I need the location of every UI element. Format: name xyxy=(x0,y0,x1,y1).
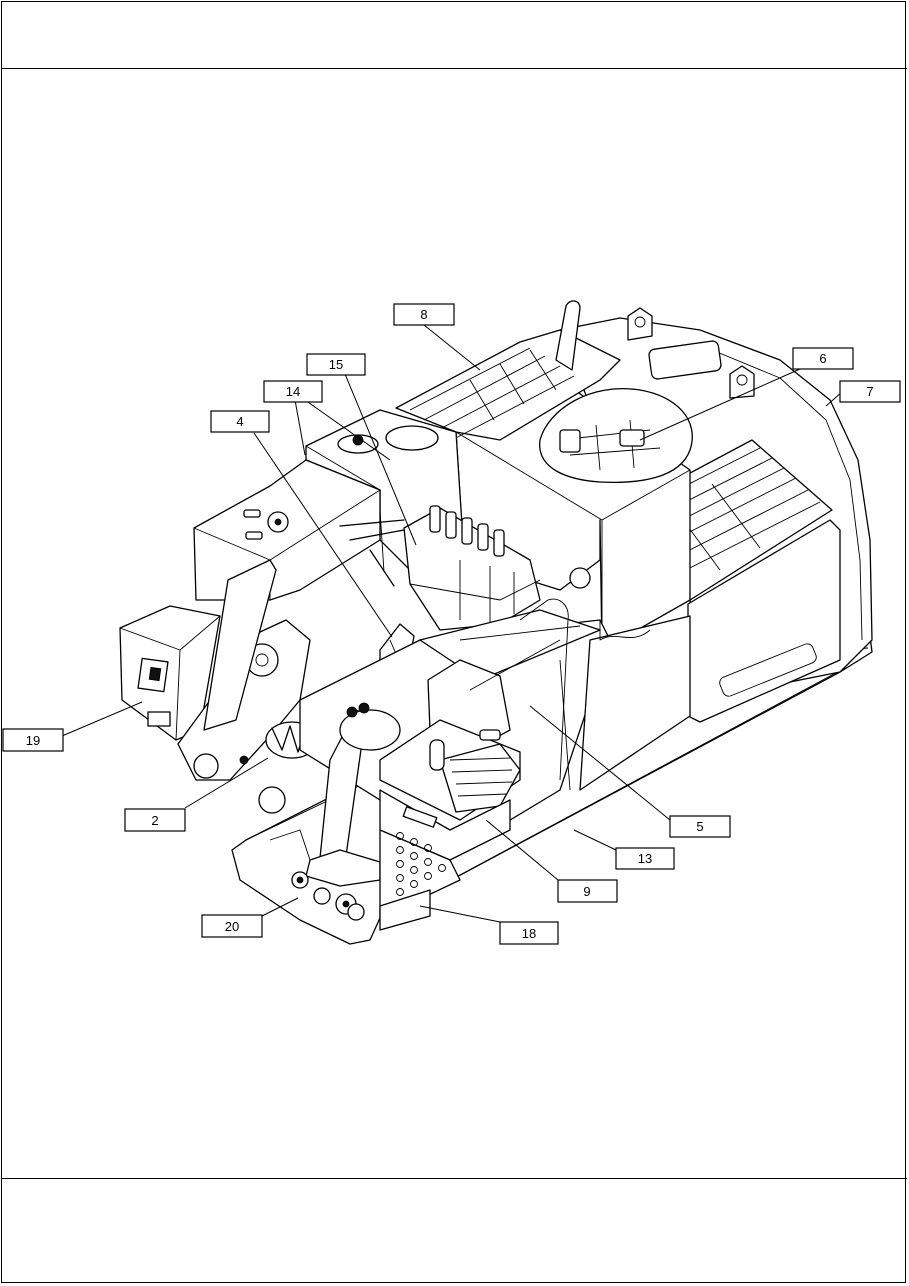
machine-drawing xyxy=(119,300,873,945)
callout-4-label: 4 xyxy=(236,414,243,429)
callout-8-label: 8 xyxy=(420,307,427,322)
callout-18-label: 18 xyxy=(522,926,536,941)
callout-13-label: 13 xyxy=(638,851,652,866)
grille-cells xyxy=(409,347,575,441)
footer-rule xyxy=(1,1178,907,1179)
callout-7: 7 xyxy=(839,380,901,403)
front-step xyxy=(379,889,431,931)
header-rule xyxy=(1,68,907,69)
callout-15-label: 15 xyxy=(329,357,343,372)
callout-20: 20 xyxy=(201,914,263,938)
operator-seat xyxy=(379,659,521,821)
callout-19: 19 xyxy=(2,728,64,752)
exhaust-pipe xyxy=(555,300,581,371)
left-tool-box xyxy=(193,459,381,601)
callout-15: 15 xyxy=(306,353,366,376)
callout-20-label: 20 xyxy=(225,919,239,934)
tank-cap-right xyxy=(385,425,439,451)
engine-cutaway xyxy=(539,388,693,483)
callout-9-label: 9 xyxy=(583,884,590,899)
callout-18: 18 xyxy=(499,921,559,945)
callout-7-label: 7 xyxy=(866,384,873,399)
callout-14-label: 14 xyxy=(286,384,300,399)
travel-levers-pedals xyxy=(269,702,401,921)
callout-5: 5 xyxy=(669,815,731,838)
callout-2-label: 2 xyxy=(151,813,158,828)
callout-9: 9 xyxy=(557,879,618,903)
leader-lines xyxy=(61,324,843,923)
callout-8: 8 xyxy=(393,303,455,326)
callout-19-label: 19 xyxy=(26,733,40,748)
callout-13: 13 xyxy=(615,847,675,870)
callout-14: 14 xyxy=(263,380,323,403)
callout-4: 4 xyxy=(210,410,270,433)
callout-5-label: 5 xyxy=(696,819,703,834)
footrest-plate xyxy=(379,829,461,919)
callout-6-label: 6 xyxy=(819,351,826,366)
callout-6: 6 xyxy=(792,347,854,370)
callout-2: 2 xyxy=(124,808,186,832)
control-valve xyxy=(339,505,541,631)
